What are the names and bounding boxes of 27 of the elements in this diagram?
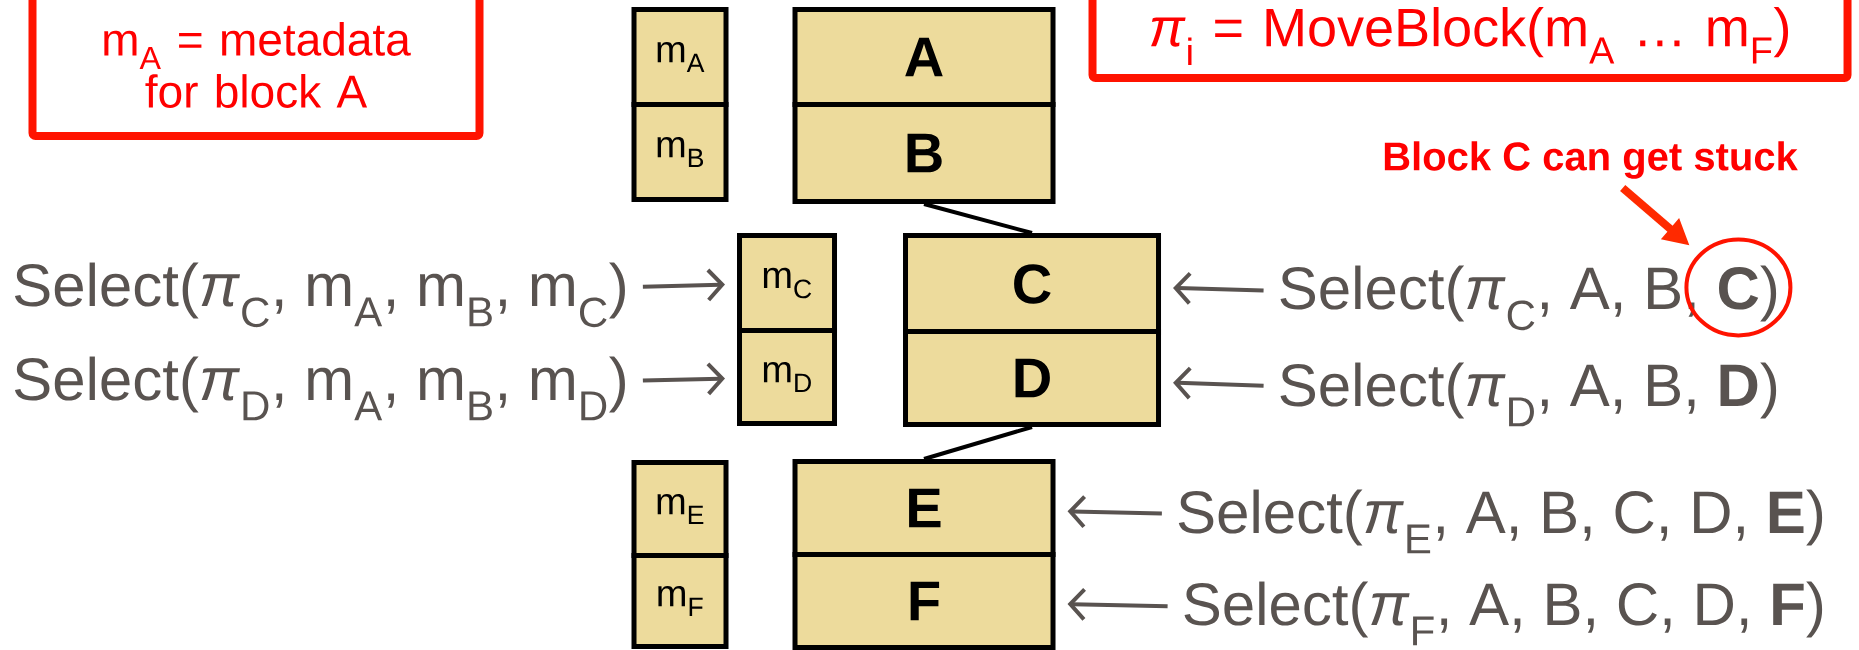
block-box: E (792, 459, 1056, 557)
select-call: Select(π$_{E}$, A, B, C, D, E) (1178, 489, 1823, 554)
select-call: Select(π$_{C}$, m$_{A}$, m$_{B}$, m$_{C}$) (14, 262, 625, 328)
block-box: B (792, 102, 1056, 204)
arrow (642, 268, 725, 302)
arrow (1067, 588, 1168, 621)
arrow (1173, 271, 1264, 305)
block-box: F (792, 552, 1056, 650)
block-box: D (903, 329, 1161, 427)
note-box: π$_{i}$ = MoveBlock(m$_{A}$ … m$_{F}$) (1088, 0, 1852, 82)
metadata-box: m$_{D}$ (737, 328, 837, 426)
arrow (1067, 495, 1162, 529)
metadata-box: m$_{B}$ (631, 102, 729, 202)
select-call: Select(π$_{F}$, A, B, C, D, F) (1184, 581, 1823, 646)
metadata-box: m$_{A}$ (631, 7, 729, 107)
select-call: Select(π$_{D}$, A, B, D) (1280, 362, 1777, 427)
callout-text: Block C can get stuck (1384, 141, 1798, 179)
note-box: m$_{A}$ = metadata for block A (28, 0, 484, 140)
metadata-box: m$_{E}$ (631, 460, 729, 558)
block-box: A (792, 7, 1056, 107)
block-box: C (903, 233, 1161, 335)
metadata-box: m$_{C}$ (737, 233, 837, 333)
connector-line (923, 425, 1033, 461)
arrow (1173, 366, 1264, 400)
select-call: Select(π$_{D}$, m$_{A}$, m$_{B}$, m$_{D}$) (14, 356, 625, 421)
metadata-box: m$_{F}$ (631, 553, 729, 649)
arrow (642, 362, 725, 396)
